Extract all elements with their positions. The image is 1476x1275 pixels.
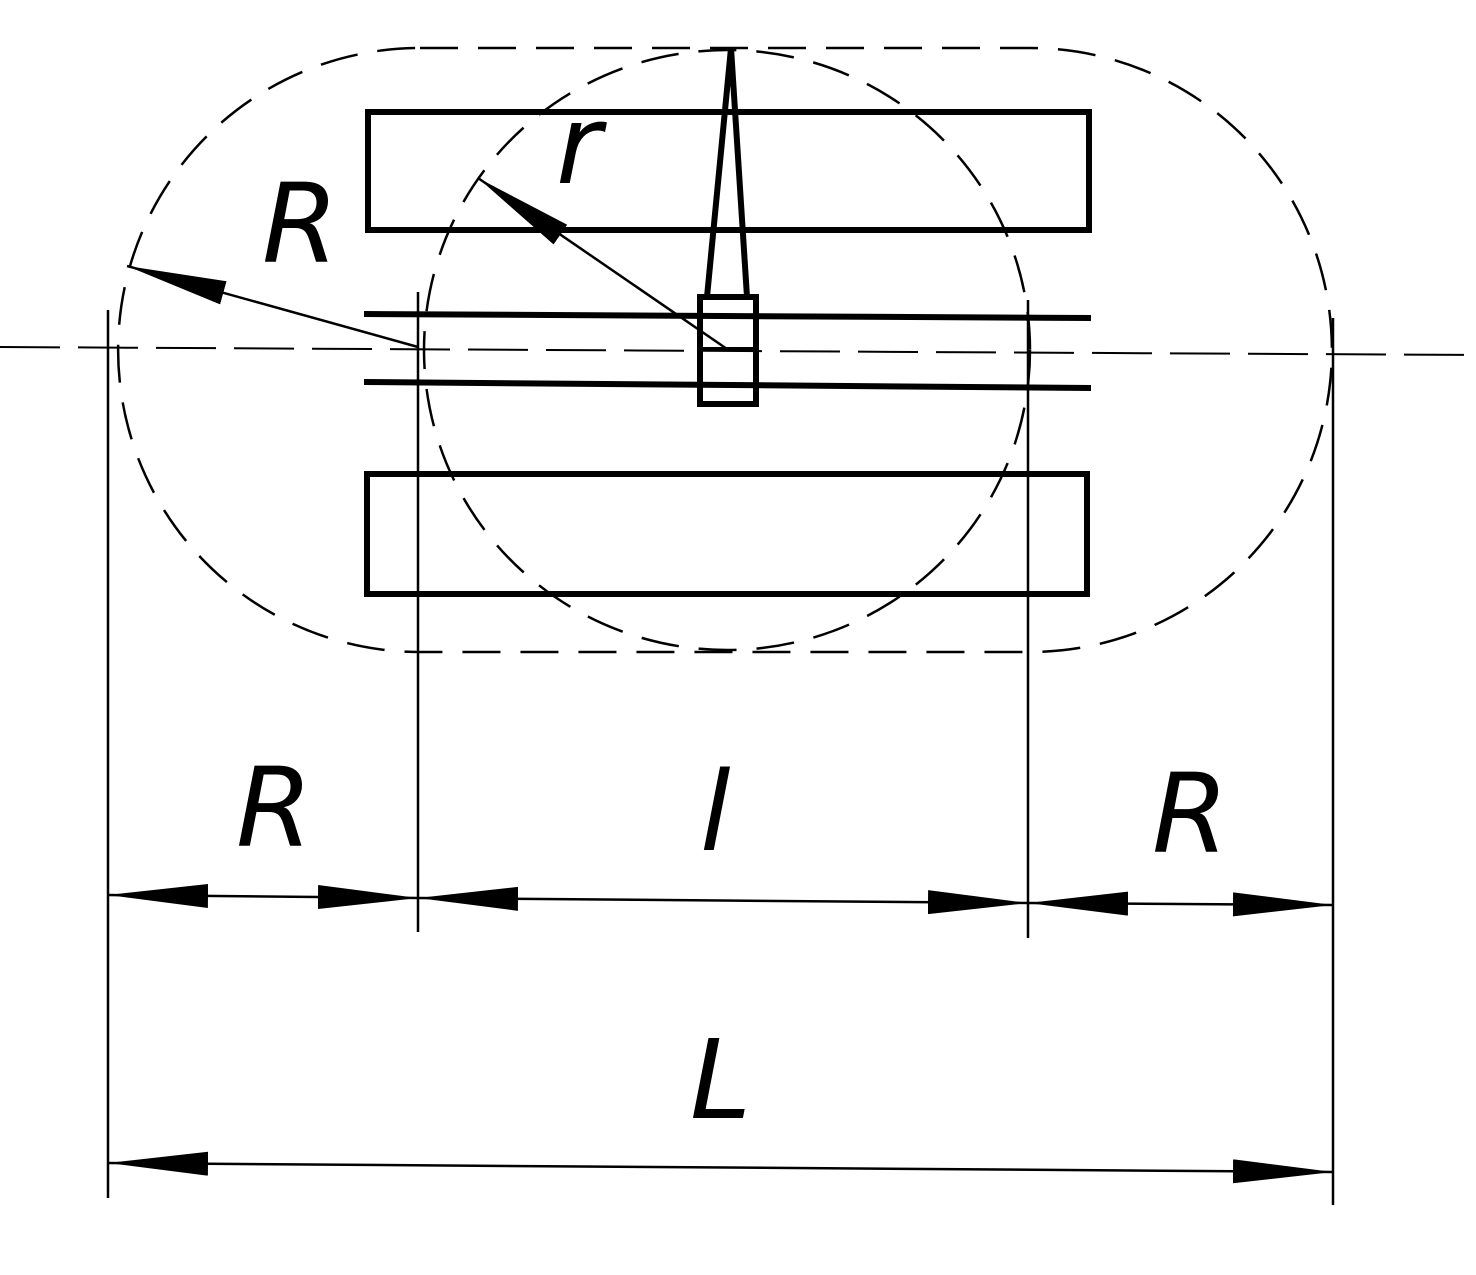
dimension-span bbox=[417, 886, 1029, 915]
lower-block bbox=[364, 471, 1090, 597]
rail-bottom bbox=[363, 379, 1092, 391]
left-radius-dimension-label: R bbox=[236, 744, 312, 872]
dimension-right-radius bbox=[1027, 891, 1334, 917]
rail-top bbox=[363, 311, 1092, 321]
outer-radius-label: R bbox=[262, 160, 338, 288]
crane-jib bbox=[704, 47, 750, 298]
span-dimension-label: l bbox=[700, 748, 731, 876]
outer-envelope-dashed bbox=[116, 46, 1334, 654]
inner-radius-label: r bbox=[556, 81, 607, 209]
dimension-total bbox=[107, 1151, 1334, 1184]
dimension-left-radius bbox=[107, 883, 419, 910]
upper-block bbox=[365, 109, 1092, 233]
inner-radius-arrow bbox=[477, 176, 728, 351]
right-radius-dimension-label: R bbox=[1152, 750, 1228, 878]
outer-radius-arrow bbox=[126, 264, 419, 349]
inner-circle-dashed bbox=[422, 48, 1032, 652]
total-dimension-label: L bbox=[690, 1016, 751, 1144]
